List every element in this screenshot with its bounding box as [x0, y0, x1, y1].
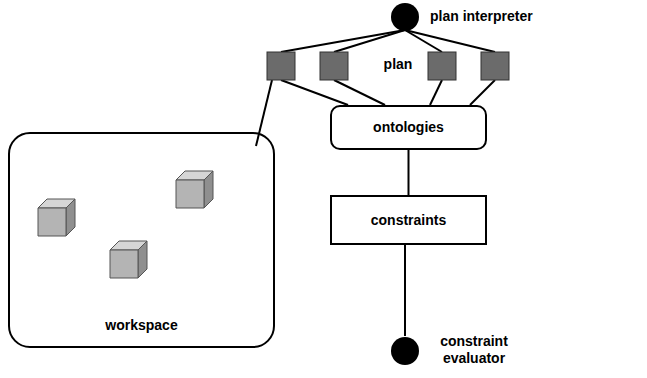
node-text: workspace: [105, 317, 177, 334]
node-label: constraint evaluator: [426, 333, 522, 367]
component-box: workspace: [8, 132, 275, 348]
node-circle: [390, 2, 420, 32]
node-text: ontologies: [373, 119, 444, 136]
group-label: plan: [384, 56, 413, 73]
process-circle: constraint evaluator: [390, 336, 420, 366]
node-text: constraints: [371, 212, 446, 229]
plan-step-boxes: [267, 52, 509, 80]
connector-line: [404, 245, 406, 336]
component-box: constraints: [330, 195, 487, 245]
component-box: ontologies: [330, 105, 487, 150]
node-circle: [390, 336, 420, 366]
node-label: plan interpreter: [430, 8, 533, 25]
workspace-cubes: [38, 171, 213, 278]
process-circle: plan interpreter: [390, 2, 420, 32]
connector-line: [408, 150, 410, 195]
